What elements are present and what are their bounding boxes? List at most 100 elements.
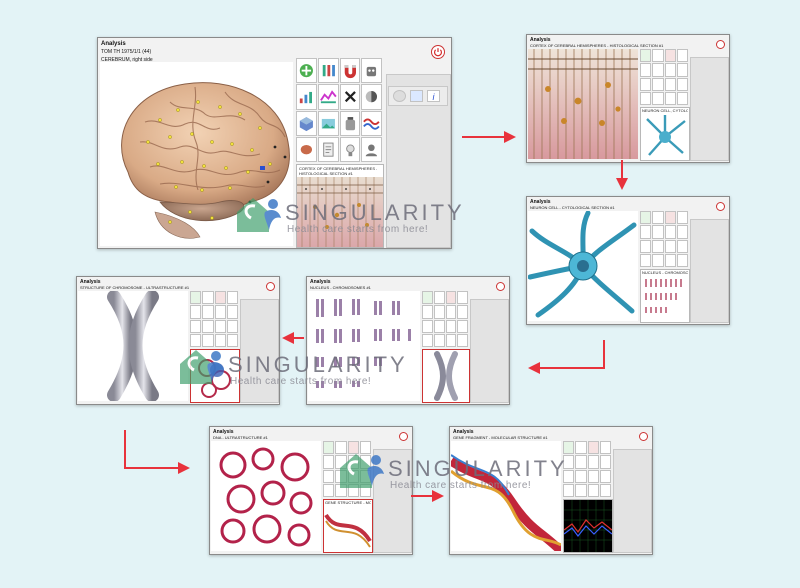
chromosomes-thumbnail[interactable]: NUCLEUS - CHROMOSOMES #1 <box>640 269 690 323</box>
cube-icon[interactable] <box>640 239 652 253</box>
lamp-icon[interactable] <box>214 333 226 347</box>
power-button[interactable] <box>639 432 648 441</box>
test-tube-icon[interactable] <box>317 58 339 84</box>
spectrum-icon[interactable] <box>317 84 339 110</box>
wave-icon[interactable] <box>599 469 611 483</box>
lamp-icon[interactable] <box>445 333 457 347</box>
cube-icon[interactable] <box>190 319 202 333</box>
image-icon[interactable] <box>652 77 664 91</box>
lamp-icon[interactable] <box>664 91 676 105</box>
chart-tool-icon[interactable] <box>190 305 202 319</box>
contrast-icon[interactable] <box>599 455 611 469</box>
magnet-icon[interactable] <box>347 441 359 455</box>
lamp-icon[interactable] <box>587 483 599 497</box>
disc-button[interactable] <box>393 90 406 102</box>
bottle-icon[interactable] <box>664 77 676 91</box>
robot-icon[interactable] <box>676 211 688 225</box>
robot-icon[interactable] <box>599 441 611 455</box>
test-tube-icon[interactable] <box>652 49 664 63</box>
image-icon[interactable] <box>652 239 664 253</box>
lamp-icon[interactable] <box>664 253 676 267</box>
contrast-icon[interactable] <box>676 225 688 239</box>
wave-icon[interactable] <box>676 77 688 91</box>
spectrum-icon[interactable] <box>652 225 664 239</box>
chart-tool-icon[interactable] <box>640 225 652 239</box>
gene-view[interactable] <box>451 441 561 551</box>
spectrum-icon[interactable] <box>575 455 587 469</box>
gene-structure-thumbnail[interactable]: GENE STRUCTURE - MOLECULAR STRUCTURE <box>323 499 373 553</box>
contrast-icon[interactable] <box>361 84 382 110</box>
add-tool-button[interactable] <box>323 441 335 455</box>
close-tool-icon[interactable] <box>587 455 599 469</box>
chart-tool-icon[interactable] <box>296 84 317 110</box>
profile-icon[interactable] <box>226 333 238 347</box>
spectrum-icon[interactable] <box>202 305 214 319</box>
cube-icon[interactable] <box>422 319 433 333</box>
bottle-icon[interactable] <box>339 110 361 136</box>
profile-icon[interactable] <box>676 253 688 267</box>
spectrum-icon[interactable] <box>433 305 445 319</box>
profile-icon[interactable] <box>361 136 382 162</box>
chart-tool-icon[interactable] <box>563 455 575 469</box>
robot-icon[interactable] <box>457 291 468 305</box>
organ-icon[interactable] <box>190 333 202 347</box>
robot-icon[interactable] <box>359 441 371 455</box>
cortex-view[interactable] <box>528 49 638 159</box>
organ-icon[interactable] <box>640 253 652 267</box>
test-tube-icon[interactable] <box>335 441 347 455</box>
cube-icon[interactable] <box>296 110 317 136</box>
organ-icon[interactable] <box>422 333 433 347</box>
magnet-icon[interactable] <box>339 58 361 84</box>
magnet-icon[interactable] <box>664 49 676 63</box>
test-tube-icon[interactable] <box>652 211 664 225</box>
blood-sample-button[interactable] <box>410 90 423 102</box>
neuron-thumbnail[interactable]: NEURON CELL, CYTOLOGICAL SECTION <box>640 107 690 161</box>
info-button[interactable]: i <box>427 90 440 102</box>
spectrum-icon[interactable] <box>652 63 664 77</box>
image-icon[interactable] <box>575 469 587 483</box>
add-tool-button[interactable] <box>563 441 575 455</box>
add-tool-button[interactable] <box>296 58 317 84</box>
cube-icon[interactable] <box>323 469 335 483</box>
test-tube-icon[interactable] <box>202 291 214 305</box>
document-icon[interactable] <box>652 253 664 267</box>
dna-view[interactable] <box>211 441 321 551</box>
chromosome-view[interactable] <box>78 291 188 401</box>
add-tool-button[interactable] <box>190 291 202 305</box>
magnet-icon[interactable] <box>587 441 599 455</box>
power-button[interactable] <box>716 40 725 49</box>
bottle-icon[interactable] <box>587 469 599 483</box>
wave-icon[interactable] <box>226 319 238 333</box>
contrast-icon[interactable] <box>226 305 238 319</box>
organ-icon[interactable] <box>296 136 317 162</box>
wave-icon[interactable] <box>361 110 382 136</box>
power-button[interactable] <box>431 45 445 59</box>
document-icon[interactable] <box>317 136 339 162</box>
add-tool-button[interactable] <box>422 291 433 305</box>
cube-icon[interactable] <box>563 469 575 483</box>
profile-icon[interactable] <box>457 333 468 347</box>
document-icon[interactable] <box>433 333 445 347</box>
power-button[interactable] <box>399 432 408 441</box>
close-tool-icon[interactable] <box>445 305 457 319</box>
robot-icon[interactable] <box>361 58 382 84</box>
chart-tool-icon[interactable] <box>640 63 652 77</box>
bottle-icon[interactable] <box>445 319 457 333</box>
organ-icon[interactable] <box>563 483 575 497</box>
organ-icon[interactable] <box>323 483 335 497</box>
image-icon[interactable] <box>317 110 339 136</box>
magnet-icon[interactable] <box>445 291 457 305</box>
contrast-icon[interactable] <box>457 305 468 319</box>
neuron-view[interactable] <box>528 211 638 321</box>
bottle-icon[interactable] <box>214 319 226 333</box>
robot-icon[interactable] <box>676 49 688 63</box>
test-tube-icon[interactable] <box>433 291 445 305</box>
close-tool-icon[interactable] <box>664 225 676 239</box>
wave-icon[interactable] <box>676 239 688 253</box>
add-tool-button[interactable] <box>640 49 652 63</box>
test-tube-icon[interactable] <box>575 441 587 455</box>
histology-thumbnail[interactable]: CORTEX OF CEREBRAL HEMISPHERES - HISTOLO… <box>296 164 384 248</box>
bottle-icon[interactable] <box>664 239 676 253</box>
close-tool-icon[interactable] <box>339 84 361 110</box>
profile-icon[interactable] <box>599 483 611 497</box>
